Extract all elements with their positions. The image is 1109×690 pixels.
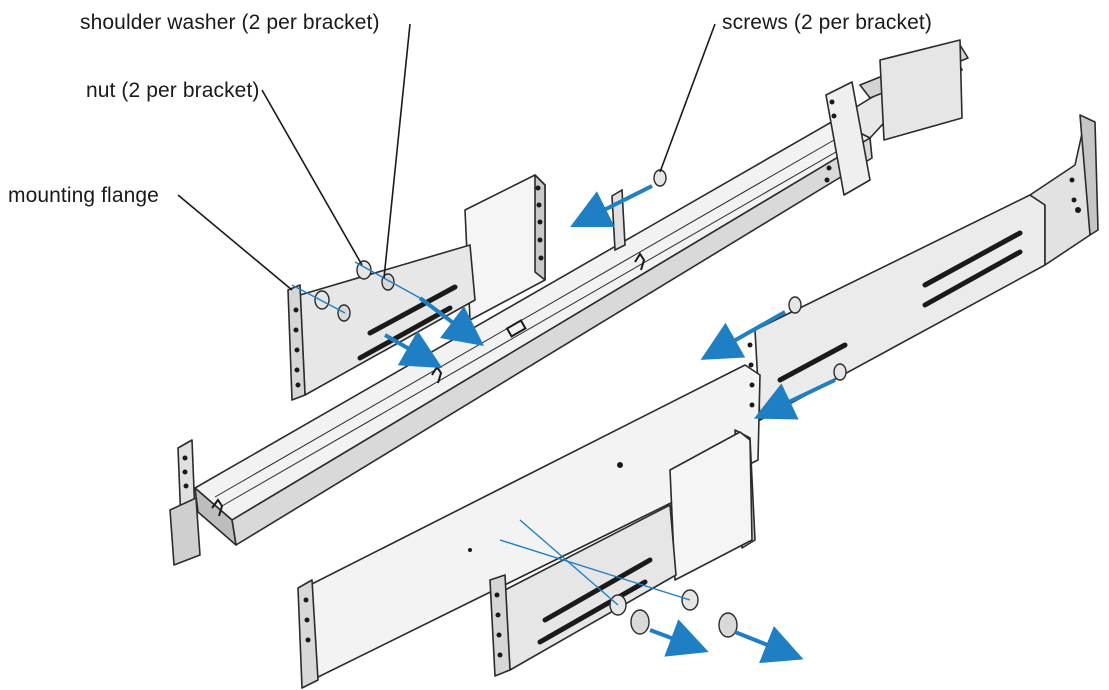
callout-mounting-flange: mounting flange [8,184,159,207]
front-rail-holes [747,177,1081,408]
assembly-guide-lines [291,261,691,606]
lower-front-bracket [297,431,753,689]
lower-bracket-slots [537,557,653,645]
front-rail-slots [777,230,1023,383]
callout-nut: nut (2 per bracket) [86,79,260,102]
back-rail-cutouts [211,252,646,517]
direction-arrows [384,184,836,664]
back-rail-front-holes [182,99,837,489]
callout-screws: screws (2 per bracket) [722,11,932,34]
leader-lines [177,23,716,291]
upper-bracket-holes [293,185,544,388]
upper-front-bracket [287,174,546,401]
lower-bracket-holes [303,462,623,658]
callout-shoulder-washer: shoulder washer (2 per bracket) [80,11,380,34]
back-slide-rail [169,39,969,566]
